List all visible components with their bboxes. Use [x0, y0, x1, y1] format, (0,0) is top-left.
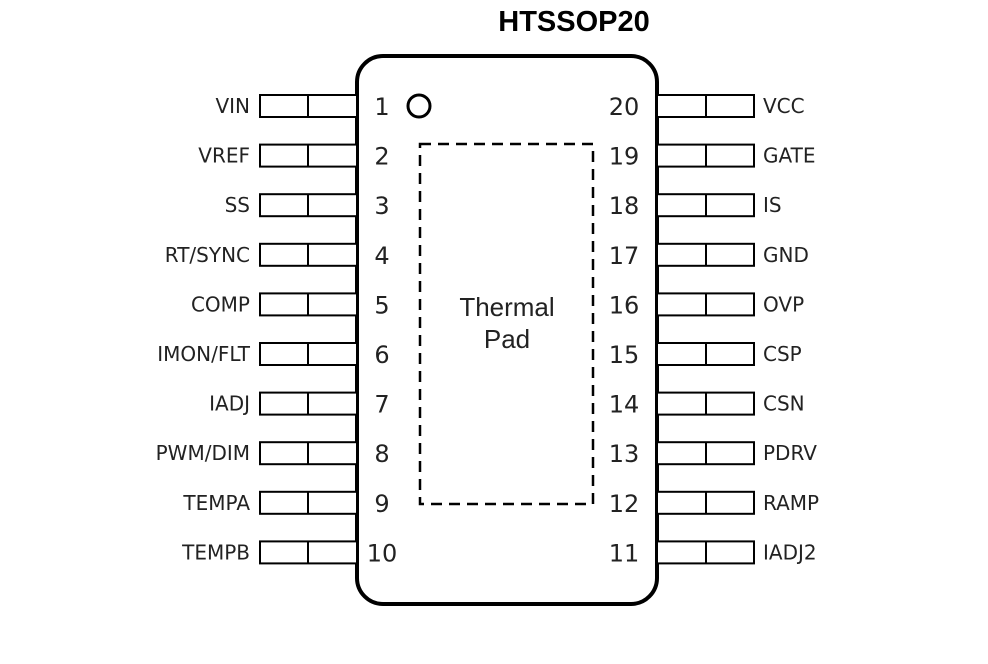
- pin-name-5: COMP: [191, 292, 250, 316]
- pin-name-9: TEMPA: [182, 491, 250, 515]
- pin-name-12: RAMP: [763, 491, 819, 515]
- pin-number-20: 20: [609, 93, 640, 121]
- package-title: HTSSOP20: [498, 6, 650, 38]
- thermal-pad-label-line1: Thermal: [459, 292, 554, 322]
- pin-name-7: IADJ: [209, 392, 250, 416]
- pin-name-11: IADJ2: [763, 540, 817, 564]
- pin-name-20: VCC: [763, 94, 805, 118]
- pin-name-3: SS: [225, 193, 250, 217]
- pin-name-14: CSN: [763, 392, 805, 416]
- pin-number-8: 8: [374, 440, 389, 468]
- pin-name-16: OVP: [763, 292, 804, 316]
- pin-number-17: 17: [609, 242, 640, 270]
- pin-number-6: 6: [374, 341, 389, 369]
- pin-name-15: CSP: [763, 342, 802, 366]
- pin-number-16: 16: [609, 291, 640, 319]
- thermal-pad-label-line2: Pad: [484, 324, 530, 354]
- pin-number-7: 7: [374, 391, 389, 419]
- pin-number-19: 19: [609, 143, 640, 171]
- pin-name-2: VREF: [198, 144, 250, 168]
- pin-name-6: IMON/FLT: [157, 342, 250, 366]
- pin-number-3: 3: [374, 192, 389, 220]
- pin-name-13: PDRV: [763, 441, 817, 465]
- pin-number-14: 14: [609, 391, 640, 419]
- pin-number-1: 1: [374, 93, 389, 121]
- thermal-pad-outline: [418, 142, 595, 506]
- pin-number-18: 18: [609, 192, 640, 220]
- pin-number-12: 12: [609, 490, 640, 518]
- pin-name-4: RT/SYNC: [165, 243, 250, 267]
- pin-number-10: 10: [367, 539, 398, 567]
- pin-name-17: GND: [763, 243, 809, 267]
- pin-name-8: PWM/DIM: [156, 441, 250, 465]
- pin-name-18: IS: [763, 193, 782, 217]
- pin-name-19: GATE: [763, 144, 815, 168]
- pin-number-13: 13: [609, 440, 640, 468]
- pin-number-2: 2: [374, 143, 389, 171]
- pin-number-5: 5: [374, 291, 389, 319]
- pin-number-9: 9: [374, 490, 389, 518]
- pin1-marker: [406, 93, 432, 119]
- ic-body: [355, 54, 659, 606]
- pin-number-15: 15: [609, 341, 640, 369]
- pin-name-10: TEMPB: [181, 540, 250, 564]
- pin-number-11: 11: [609, 539, 640, 567]
- pin-name-1: VIN: [215, 94, 250, 118]
- pin-number-4: 4: [374, 242, 389, 270]
